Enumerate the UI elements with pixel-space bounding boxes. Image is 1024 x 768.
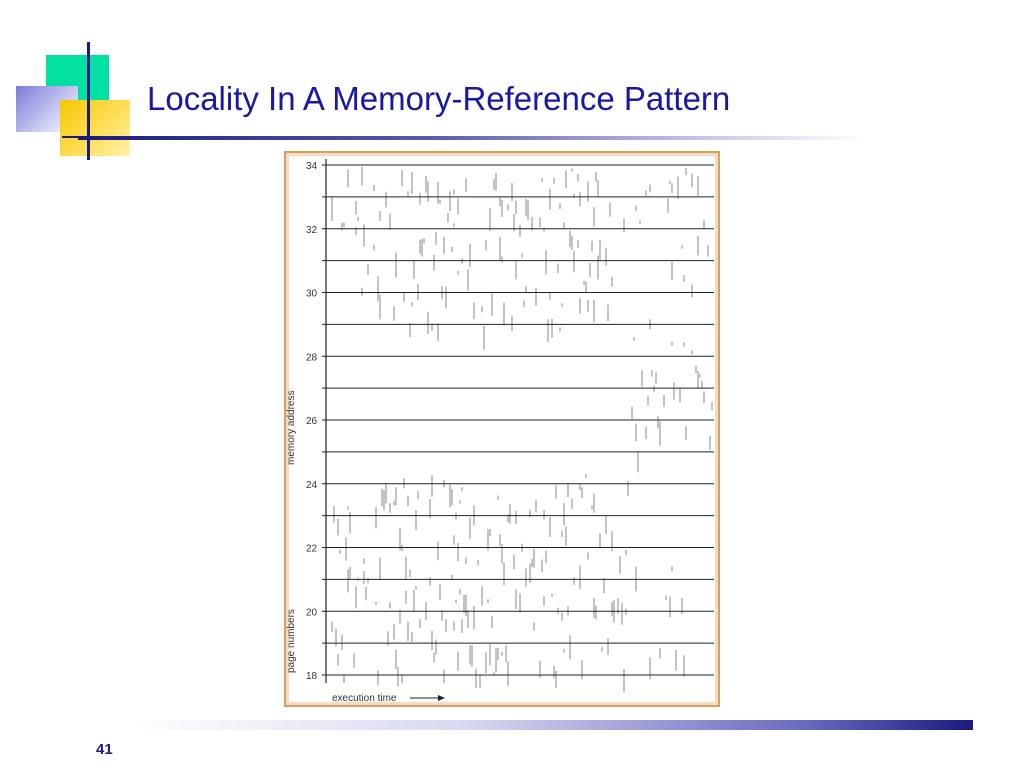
slide-title: Locality In A Memory-Reference Pattern	[147, 80, 731, 117]
y-tick-label: 30	[306, 289, 318, 300]
y-tick-label: 22	[306, 544, 318, 555]
page-number: 41	[96, 741, 113, 758]
y-tick-label: 24	[306, 480, 318, 491]
reference-pattern-texture	[331, 166, 713, 693]
decorative-vertical-line	[87, 42, 90, 160]
y-tick-label: 34	[306, 161, 318, 172]
y-tick-label: 18	[306, 671, 318, 682]
x-label-execution-time: execution time	[332, 693, 397, 704]
y-tick-label: 20	[306, 607, 318, 618]
title-underline	[78, 136, 866, 140]
decorative-yellow-square	[60, 100, 130, 156]
page-gridlines	[322, 164, 714, 676]
y-tick-labels: 34 32 30 28 26 24 22 20 18	[306, 161, 318, 682]
memory-reference-plot: 34 32 30 28 26 24 22 20 18 memory address page n…	[286, 159, 714, 704]
y-label-memory-address: memory address	[286, 391, 297, 465]
footer-bar	[130, 720, 973, 730]
x-arrow-head	[438, 695, 445, 701]
y-tick-label: 32	[306, 225, 318, 236]
y-tick-label: 28	[306, 352, 318, 363]
y-tick-label: 26	[306, 416, 318, 427]
reference-strokes	[331, 166, 713, 693]
memory-reference-figure: 34 32 30 28 26 24 22 20 18 memory address page n…	[284, 151, 720, 707]
y-label-page-numbers: page numbers	[286, 609, 297, 673]
